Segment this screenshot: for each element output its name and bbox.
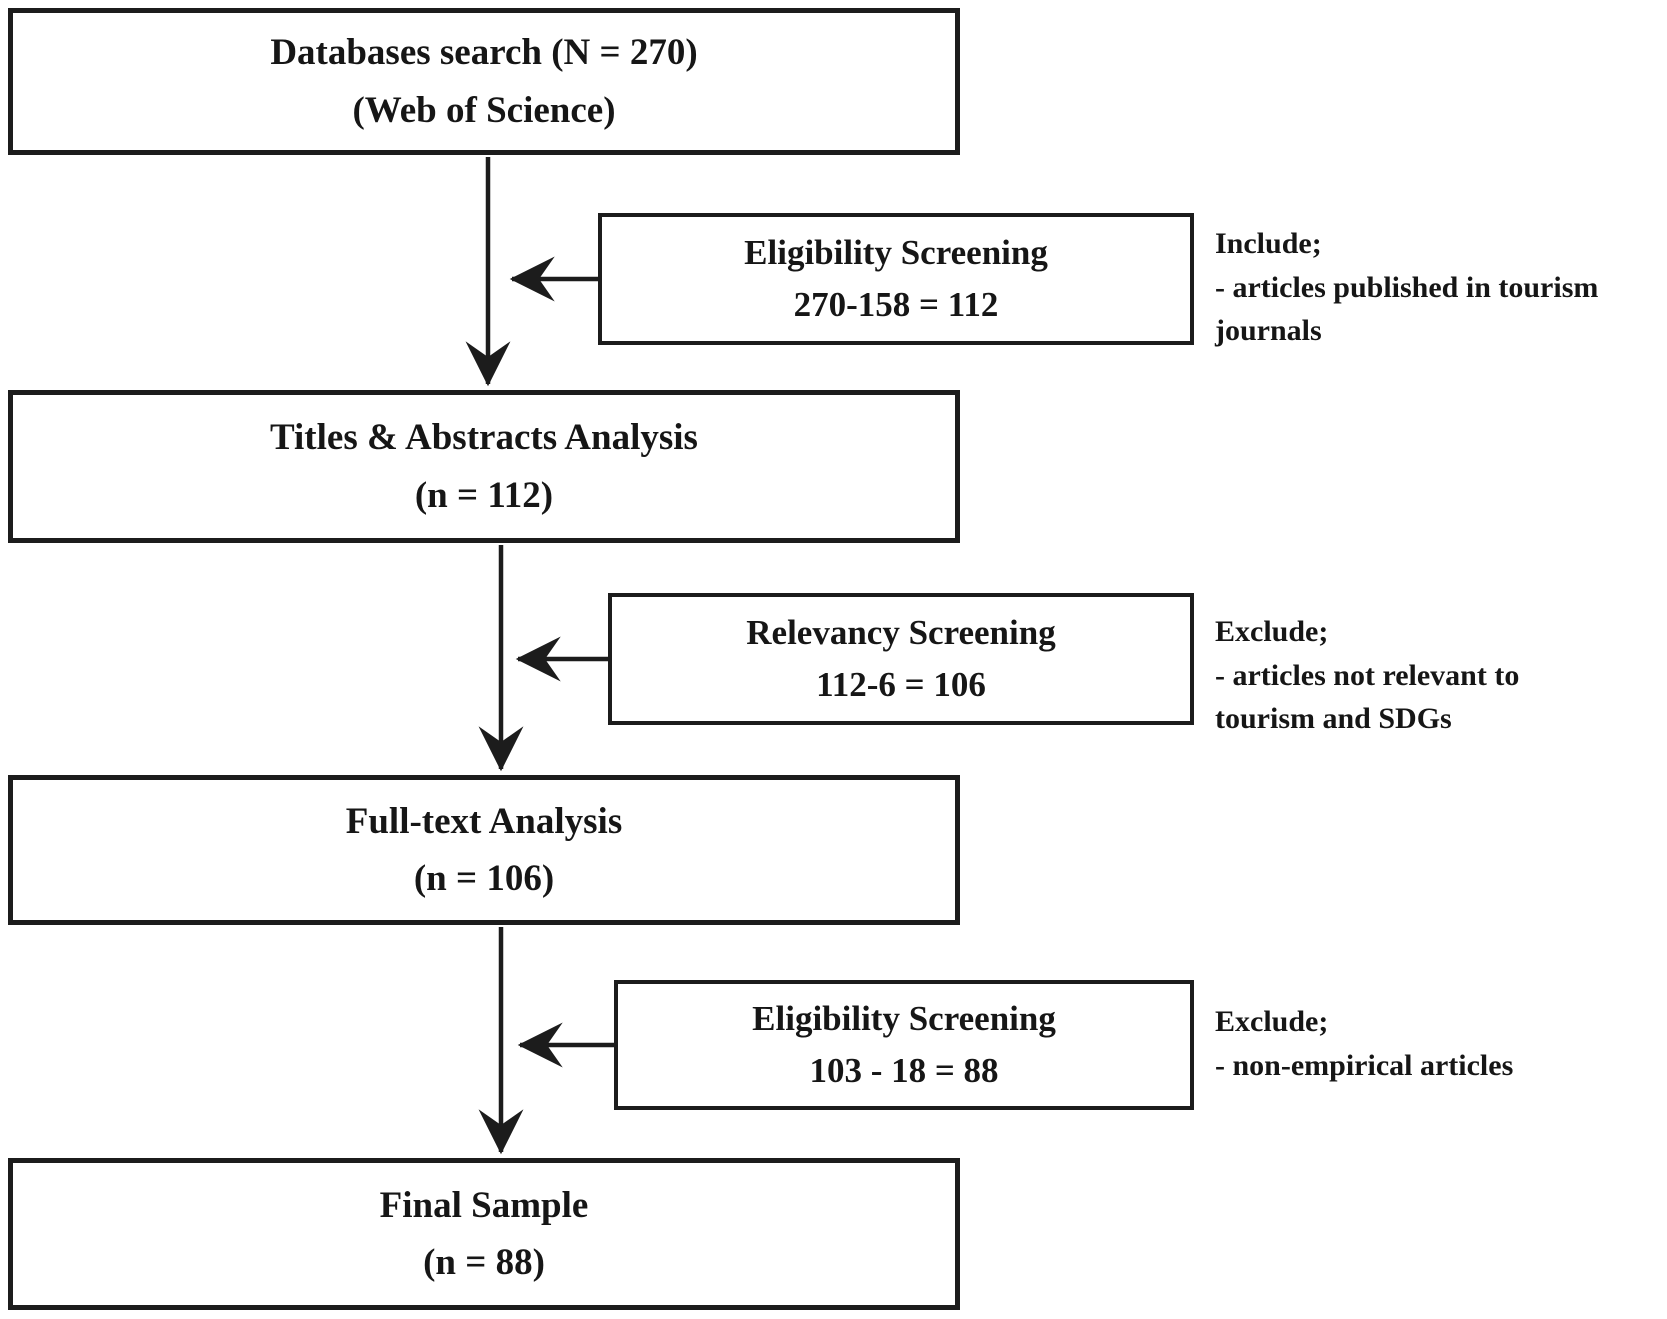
screening-title: Eligibility Screening — [744, 232, 1048, 272]
screening-box-eligibility-2: Eligibility Screening 103 - 18 = 88 — [614, 980, 1194, 1110]
note-line: - articles published in tourism — [1215, 270, 1599, 304]
screening-title: Eligibility Screening — [752, 998, 1056, 1038]
step-subtitle: (n = 88) — [423, 1242, 545, 1283]
note-line: - articles not relevant to — [1215, 658, 1520, 692]
screening-box-eligibility-1: Eligibility Screening 270-158 = 112 — [598, 213, 1194, 345]
step-box-titles-abstracts-analysis: Titles & Abstracts Analysis (n = 112) — [8, 390, 960, 543]
screening-calculation: 112-6 = 106 — [816, 665, 986, 704]
step-title: Full-text Analysis — [345, 800, 623, 842]
note-exclude-criteria-2: Exclude; - non-empirical articles — [1215, 1000, 1667, 1087]
screening-box-relevancy: Relevancy Screening 112-6 = 106 — [608, 593, 1194, 725]
note-line: journals — [1215, 314, 1322, 347]
screening-calculation: 270-158 = 112 — [793, 285, 999, 324]
step-box-databases-search: Databases search (N = 270) (Web of Scien… — [8, 8, 960, 155]
step-title: Databases search (N = 270) — [270, 32, 698, 74]
note-exclude-criteria-1: Exclude; - articles not relevant to tour… — [1215, 610, 1667, 741]
note-include-criteria: Include; - articles published in tourism… — [1215, 222, 1667, 353]
note-line: Exclude; — [1215, 615, 1329, 648]
step-subtitle: (n = 112) — [414, 474, 554, 516]
step-subtitle: (Web of Science) — [352, 89, 616, 131]
screening-calculation: 103 - 18 = 88 — [809, 1051, 999, 1090]
step-title: Titles & Abstracts Analysis — [270, 417, 698, 459]
note-line: Exclude; — [1215, 1005, 1329, 1038]
screening-title: Relevancy Screening — [746, 612, 1056, 652]
step-title: Final Sample — [379, 1184, 589, 1226]
step-subtitle: (n = 106) — [413, 858, 555, 899]
note-line: - non-empirical articles — [1215, 1048, 1514, 1082]
note-line: tourism and SDGs — [1215, 702, 1452, 735]
step-box-final-sample: Final Sample (n = 88) — [8, 1158, 960, 1310]
step-box-full-text-analysis: Full-text Analysis (n = 106) — [8, 775, 960, 925]
note-line: Include; — [1215, 227, 1322, 260]
